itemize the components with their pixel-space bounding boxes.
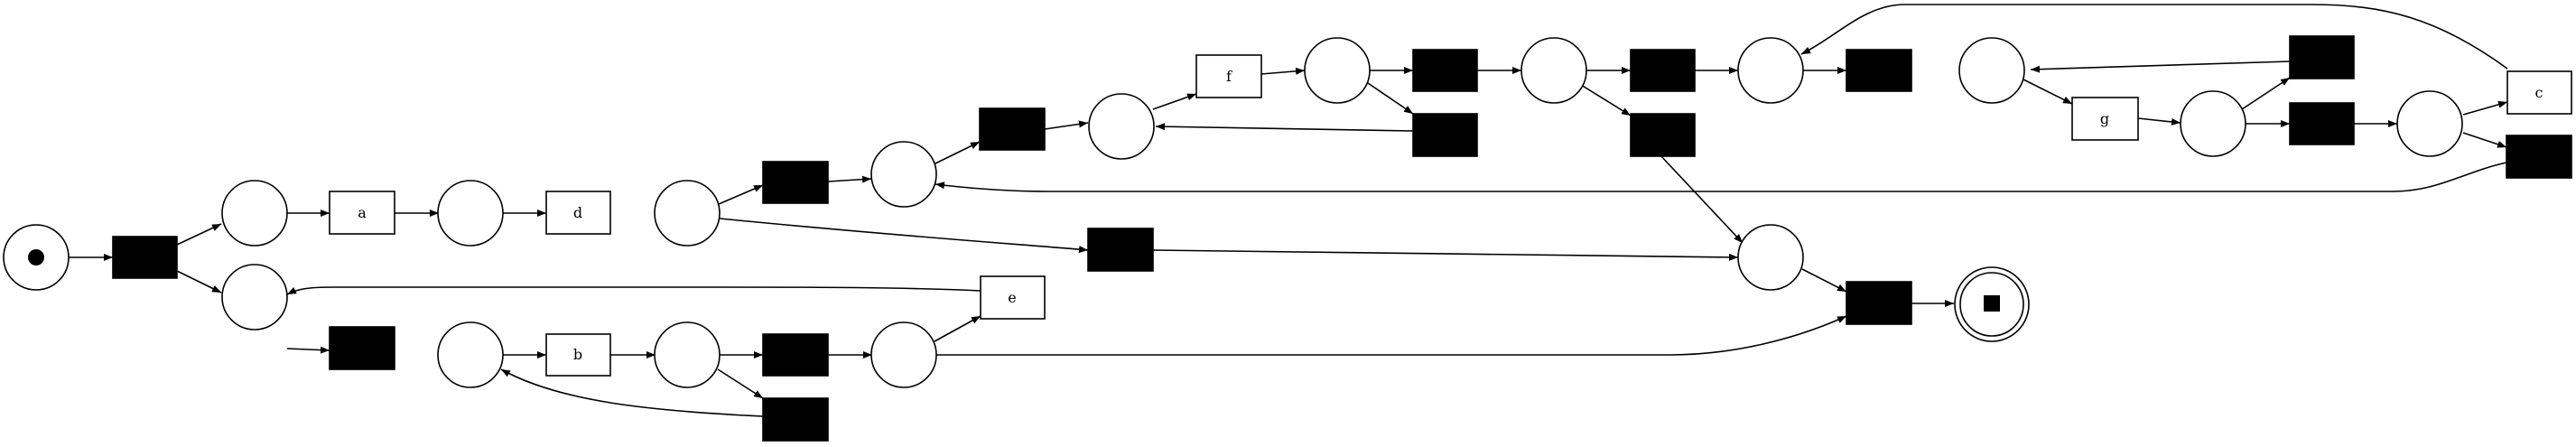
- place: [1520, 37, 1587, 104]
- place: [870, 141, 937, 208]
- transition-d: [545, 191, 611, 235]
- arc: [717, 368, 764, 399]
- arc: [176, 270, 222, 293]
- silent-transition: [2289, 102, 2355, 145]
- arc: [1659, 154, 1744, 244]
- arc: [500, 368, 764, 417]
- silent-transition: [1846, 49, 1912, 92]
- place: [654, 180, 721, 247]
- arc: [286, 286, 981, 295]
- place: [1088, 93, 1155, 160]
- place: [1958, 37, 2025, 104]
- token: [28, 249, 44, 265]
- arc: [1152, 249, 1739, 261]
- silent-transition: [762, 333, 829, 377]
- transition-e-label: e: [1008, 289, 1016, 306]
- place: [1737, 224, 1804, 291]
- arc: [2030, 61, 2291, 73]
- silent-transition: [329, 326, 395, 370]
- arc: [1152, 93, 1197, 110]
- transition-b: [545, 333, 611, 377]
- arc: [935, 315, 1847, 356]
- silent-transition: [1087, 228, 1154, 272]
- arc: [2021, 78, 2073, 105]
- silent-transition: [1412, 49, 1478, 92]
- place: [437, 321, 504, 388]
- transition-c-label: c: [2535, 84, 2543, 101]
- transitions-layer: a d b e f g c: [112, 35, 2572, 442]
- silent-transition: [1630, 113, 1696, 157]
- arc: [176, 223, 222, 246]
- place: [2180, 90, 2246, 157]
- place: [221, 264, 288, 331]
- transition-a-label: a: [358, 204, 367, 221]
- transition-g-label: g: [2100, 110, 2109, 127]
- silent-transition: [762, 161, 829, 204]
- silent-transition: [762, 397, 829, 442]
- silent-transition: [1846, 281, 1912, 325]
- arc: [719, 218, 1089, 254]
- arc: [1800, 4, 2508, 70]
- silent-transition: [112, 236, 178, 279]
- transition-a: [329, 191, 395, 235]
- transition-b-label: b: [573, 346, 582, 363]
- arc: [1580, 84, 1632, 116]
- arc: [286, 346, 330, 354]
- transition-d-label: d: [573, 204, 582, 221]
- place: [221, 180, 288, 247]
- place: [2396, 90, 2463, 157]
- arc: [2241, 77, 2291, 110]
- arc: [1044, 120, 1089, 130]
- silent-transition: [979, 107, 1046, 151]
- arc: [1155, 123, 1414, 132]
- arc: [2137, 117, 2181, 126]
- transition-e: [980, 275, 1046, 320]
- arcs-layer: [69, 4, 2508, 417]
- place: [654, 321, 721, 388]
- silent-transition: [2506, 135, 2572, 179]
- silent-transition: [1412, 113, 1478, 157]
- transition-f: [1195, 54, 1262, 98]
- arc: [827, 175, 872, 183]
- arc: [2462, 100, 2508, 116]
- arc: [1801, 268, 1847, 293]
- arc: [2462, 132, 2507, 148]
- place: [1304, 37, 1371, 104]
- place: [870, 321, 937, 388]
- arc: [1364, 80, 1414, 115]
- arc: [934, 315, 981, 342]
- silent-transition: [1630, 49, 1696, 92]
- transition-c: [2506, 70, 2572, 115]
- transition-g: [2071, 97, 2139, 141]
- arc: [935, 141, 981, 164]
- arc: [935, 162, 2507, 192]
- silent-transition: [2289, 35, 2355, 79]
- places-layer: [3, 37, 2463, 388]
- arc: [1260, 67, 1306, 75]
- arc: [718, 184, 764, 205]
- place: [437, 180, 504, 247]
- place: [1737, 37, 1804, 104]
- sink-marker: [1984, 295, 2000, 312]
- transition-f-label: f: [1226, 68, 1232, 85]
